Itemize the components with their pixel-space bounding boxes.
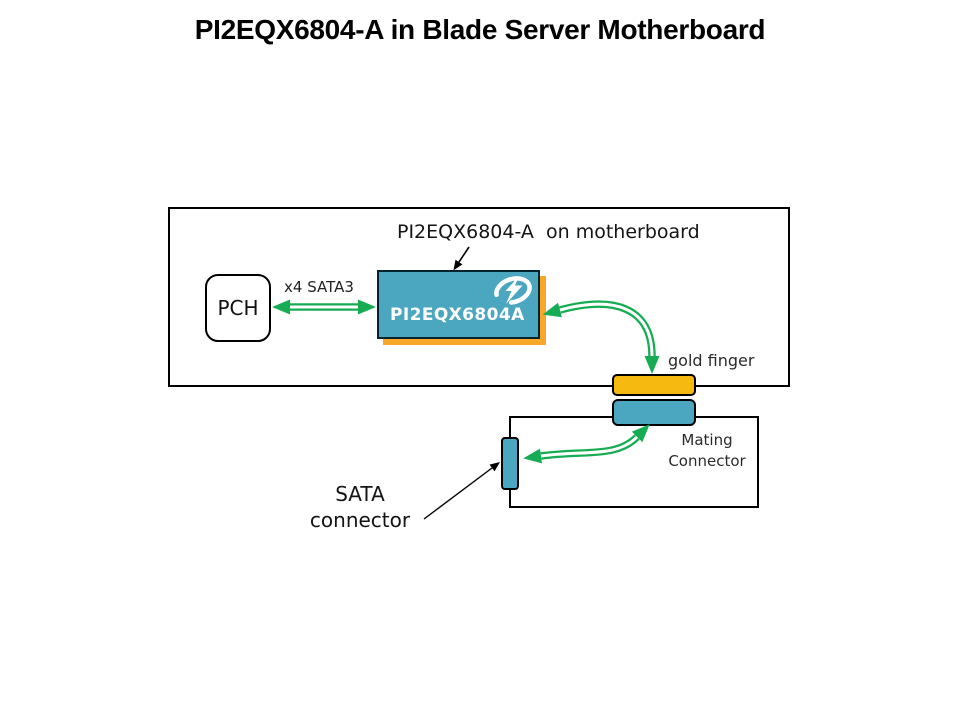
chip-label: PI2EQX6804A — [390, 305, 525, 325]
sata-connector-label: SATA connector — [309, 482, 411, 532]
pericom-logo-icon — [494, 276, 532, 305]
page-title: PI2EQX6804-A in Blade Server Motherboard — [194, 14, 766, 45]
pch-label: PCH — [217, 296, 259, 320]
chip-callout-label: PI2EQX6804-A on motherboard — [397, 221, 700, 243]
mating-connector-label: Mating Connector — [668, 431, 746, 470]
bus-label: x4 SATA3 — [284, 278, 354, 296]
gold-finger-connector — [612, 374, 696, 396]
mating-connector-block — [612, 399, 696, 426]
pch-block: PCH — [205, 274, 271, 342]
gold-finger-label: gold finger — [668, 351, 755, 370]
chip-block: PI2EQX6804A — [377, 270, 540, 339]
sata-connector-block — [501, 437, 519, 490]
